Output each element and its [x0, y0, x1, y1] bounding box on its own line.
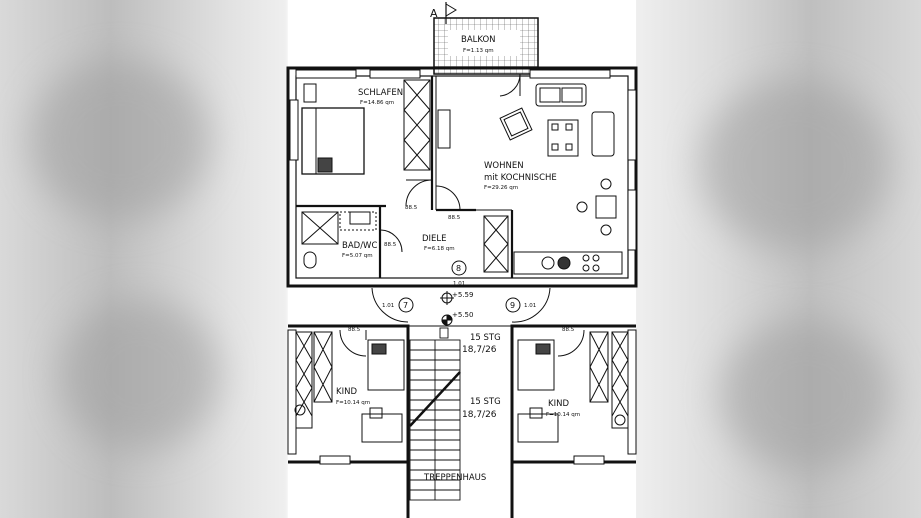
schlafen-furniture [301, 79, 451, 175]
apartment-walls [286, 66, 638, 288]
balkon-area-label: F=1.13 qm [463, 48, 494, 54]
interior-doors [379, 179, 461, 253]
balkon-label: BALKON [461, 35, 496, 45]
lower-walls [287, 324, 637, 518]
wohnen-label: WOHNEN [484, 161, 524, 171]
wohnen-area-label: F=29.26 qm [484, 185, 518, 191]
kind-right-area-label: F=10.14 qm [546, 412, 580, 418]
plan-sheet [288, 0, 636, 518]
stairs-upper-count: 15 STG [470, 333, 501, 343]
diele-entry-dimension: 1.01 [453, 281, 465, 287]
background-blur [720, 320, 890, 470]
background-blur [700, 80, 890, 250]
diele-wardrobe [483, 215, 509, 273]
wohnen-sublabel: mit KOCHNISCHE [484, 173, 557, 183]
schlafen-area-label: F=14.86 qm [360, 100, 394, 106]
unit-number-left: 7 [403, 301, 408, 310]
wohnen-furniture [499, 83, 623, 275]
balkon-door [436, 73, 521, 97]
kind-right-label: KIND [548, 399, 569, 409]
stairs-upper-ratio: 18,7/26 [462, 345, 497, 355]
bad-area-label: F=5.07 qm [342, 253, 373, 259]
level-upper: +5.59 [452, 291, 473, 299]
kind-right-furniture [517, 329, 629, 443]
left-entry-dimension: 1.01 [382, 303, 394, 309]
stairs-lower-count: 15 STG [470, 397, 501, 407]
schlafen-door-dimension: 88.5 [405, 205, 418, 211]
bad-door-dimension: 88.5 [384, 242, 397, 248]
level-lower: +5.50 [452, 311, 473, 319]
treppenhaus-label: TREPPENHAUS [423, 473, 486, 483]
diele-area-label: F=6.18 qm [424, 246, 455, 252]
background-blur [30, 60, 210, 220]
unit-number-center: 8 [456, 264, 461, 273]
right-entry-dimension: 1.01 [524, 303, 536, 309]
kind-left-label: KIND [336, 387, 357, 397]
bad-label: BAD/WC [342, 241, 377, 251]
diele-label: DIELE [422, 234, 447, 244]
unit-marker-center [451, 260, 467, 276]
background-blur [60, 300, 220, 450]
kind-left-furniture [294, 329, 405, 443]
unit-number-right: 9 [510, 301, 515, 310]
balkon-area: BALKON F=1.13 qm [433, 17, 539, 75]
stairs-lower-ratio: 18,7/26 [462, 410, 497, 420]
level-markers [440, 291, 454, 326]
wohnen-door-dimension: 88.5 [448, 215, 461, 221]
section-marker-label: A [430, 7, 438, 20]
schlafen-label: SCHLAFEN [358, 88, 403, 98]
kind-right-door-dimension: 88.5 [562, 327, 575, 333]
entry-doors [371, 287, 551, 323]
staircase [409, 327, 461, 501]
kind-left-door-dimension: 88.5 [348, 327, 361, 333]
kind-left-area-label: F=10.14 qm [336, 400, 370, 406]
bad-fixtures [301, 211, 377, 269]
